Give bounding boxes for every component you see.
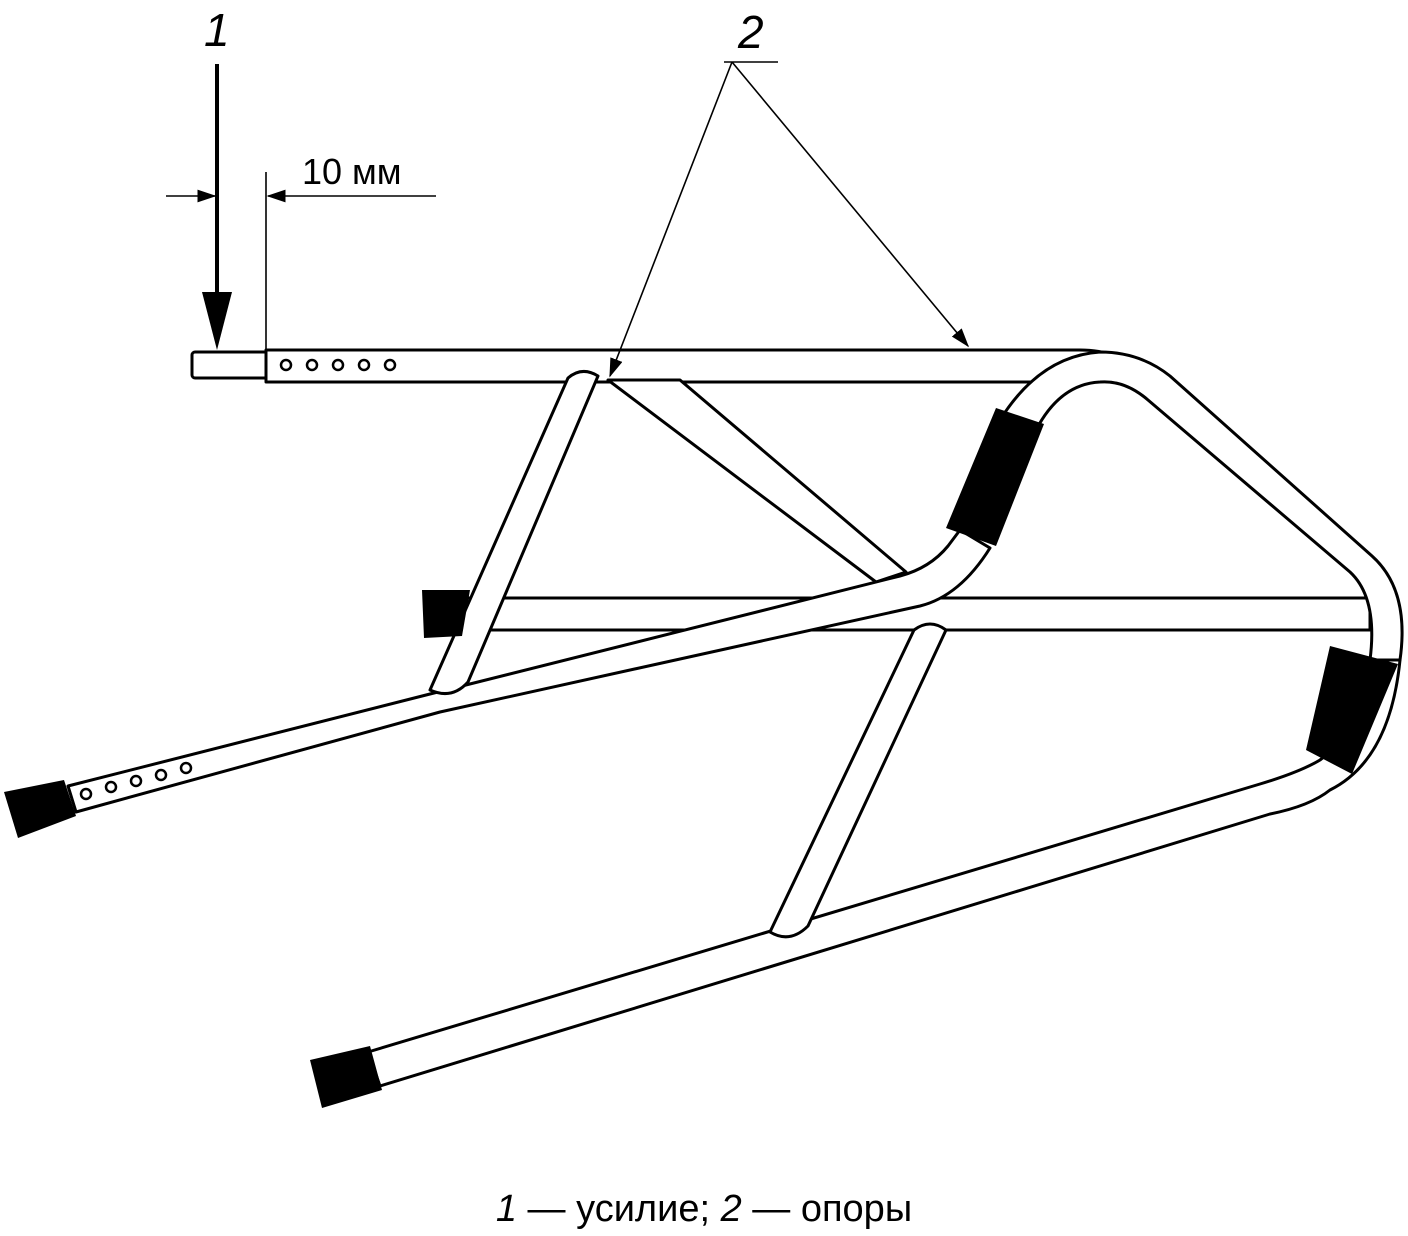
dimension-10mm bbox=[166, 172, 436, 350]
foot-cap-left bbox=[4, 780, 76, 838]
label-force-number: 1 bbox=[204, 4, 230, 56]
caption-text-1: — усилие; bbox=[517, 1188, 721, 1230]
handle-adjust-holes bbox=[279, 358, 397, 372]
left-leg bbox=[4, 528, 992, 838]
right-leg bbox=[310, 646, 1402, 1108]
caption-num-2: 2 bbox=[720, 1188, 742, 1230]
diagonal-braces bbox=[606, 378, 908, 584]
right-support-upright bbox=[768, 622, 948, 939]
grip-lower bbox=[1306, 646, 1398, 774]
grip-upper bbox=[946, 408, 1044, 546]
leg-adjust-holes bbox=[79, 761, 193, 801]
label-supports-number: 2 bbox=[737, 6, 764, 58]
dimension-text: 10 мм bbox=[302, 151, 402, 192]
handle-rail bbox=[190, 348, 1117, 384]
force-arrow bbox=[202, 64, 232, 350]
figure-caption: 1 — усилие; 2 — опоры bbox=[0, 1188, 1408, 1231]
foot-cap-right bbox=[310, 1046, 382, 1108]
crossbar-end-cap bbox=[422, 590, 470, 638]
caption-text-2: — опоры bbox=[741, 1188, 913, 1230]
caption-num-1: 1 bbox=[495, 1188, 517, 1230]
left-support-upright bbox=[428, 370, 600, 696]
supports-leaders bbox=[609, 61, 970, 378]
